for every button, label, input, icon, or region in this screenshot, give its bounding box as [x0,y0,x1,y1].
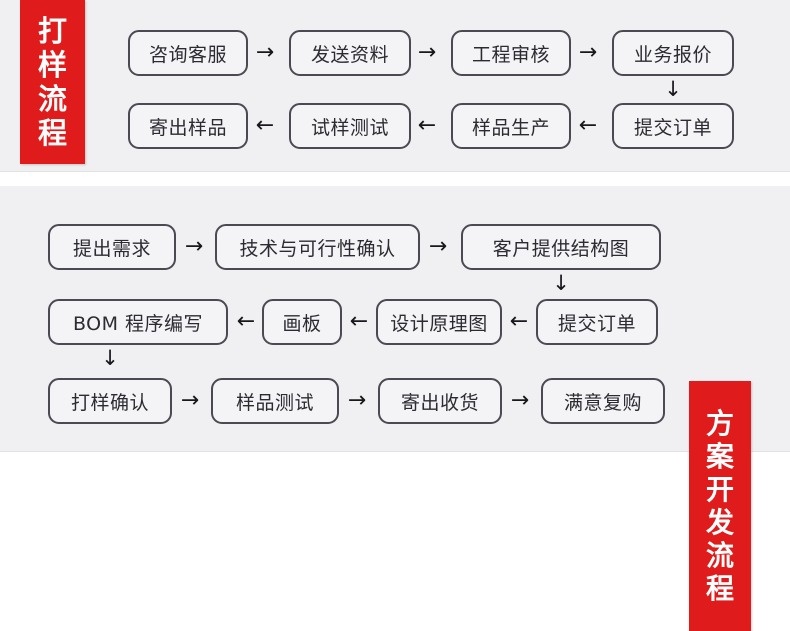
arrow-left-icon: ← [417,113,437,138]
section-sampling-process: 打 样 流 程 咨询客服 → 发送资料 → 工程审核 → 业务报价 ↓ 寄出样品… [0,0,790,172]
step-box[interactable]: 工程审核 [451,30,571,76]
banner-char: 打 [37,13,67,48]
step-box[interactable]: 样品测试 [211,378,339,424]
step-box[interactable]: 画板 [262,299,342,345]
step-box[interactable]: 提交订单 [612,103,734,149]
banner-char: 方 [705,406,734,440]
step-box[interactable]: 提交订单 [536,299,658,345]
arrow-left-icon: ← [578,113,598,138]
arrow-down-icon: ↓ [552,270,570,295]
arrow-left-icon: ← [509,309,529,334]
arrow-right-icon: → [510,388,530,413]
banner-char: 流 [37,82,67,116]
banner-solution-development-process: 方 案 开 发 流 程 [689,381,751,631]
banner-char: 程 [37,116,67,151]
arrow-down-icon: ↓ [101,345,119,370]
step-box[interactable]: 试样测试 [289,103,411,149]
step-box[interactable]: 满意复购 [541,378,665,424]
step-box[interactable]: 业务报价 [612,30,734,76]
step-box[interactable]: 样品生产 [451,103,571,149]
step-box[interactable]: 寄出收货 [378,378,502,424]
step-box[interactable]: 设计原理图 [376,299,502,345]
arrow-left-icon: ← [349,309,369,334]
arrow-right-icon: → [578,40,598,65]
arrow-right-icon: → [180,388,200,413]
arrow-left-icon: ← [255,113,275,138]
section-solution-development-process: 方 案 开 发 流 程 提出需求 → 技术与可行性确认 → 客户提供结构图 ↓ … [0,186,790,631]
banner-char: 案 [705,439,734,473]
step-box[interactable]: 技术与可行性确认 [215,224,420,270]
arrow-left-icon: ← [236,309,256,334]
arrow-right-icon: → [417,40,437,65]
banner-char: 开 [705,472,734,506]
banner-char: 流 [705,539,734,573]
arrow-right-icon: → [347,388,367,413]
step-box[interactable]: 发送资料 [289,30,411,76]
banner-sampling-process: 打 样 流 程 [20,0,85,164]
arrow-right-icon: → [184,234,204,259]
step-box[interactable]: 打样确认 [48,378,172,424]
arrow-down-icon: ↓ [664,76,682,101]
step-box[interactable]: 咨询客服 [128,30,248,76]
arrow-right-icon: → [255,40,275,65]
banner-char: 样 [37,47,67,82]
step-box[interactable]: 提出需求 [48,224,176,270]
banner-char: 程 [705,572,734,606]
step-box[interactable]: 寄出样品 [128,103,248,149]
step-box[interactable]: 客户提供结构图 [461,224,661,270]
banner-char: 发 [705,506,734,539]
arrow-right-icon: → [428,234,448,259]
step-box[interactable]: BOM 程序编写 [48,299,228,345]
